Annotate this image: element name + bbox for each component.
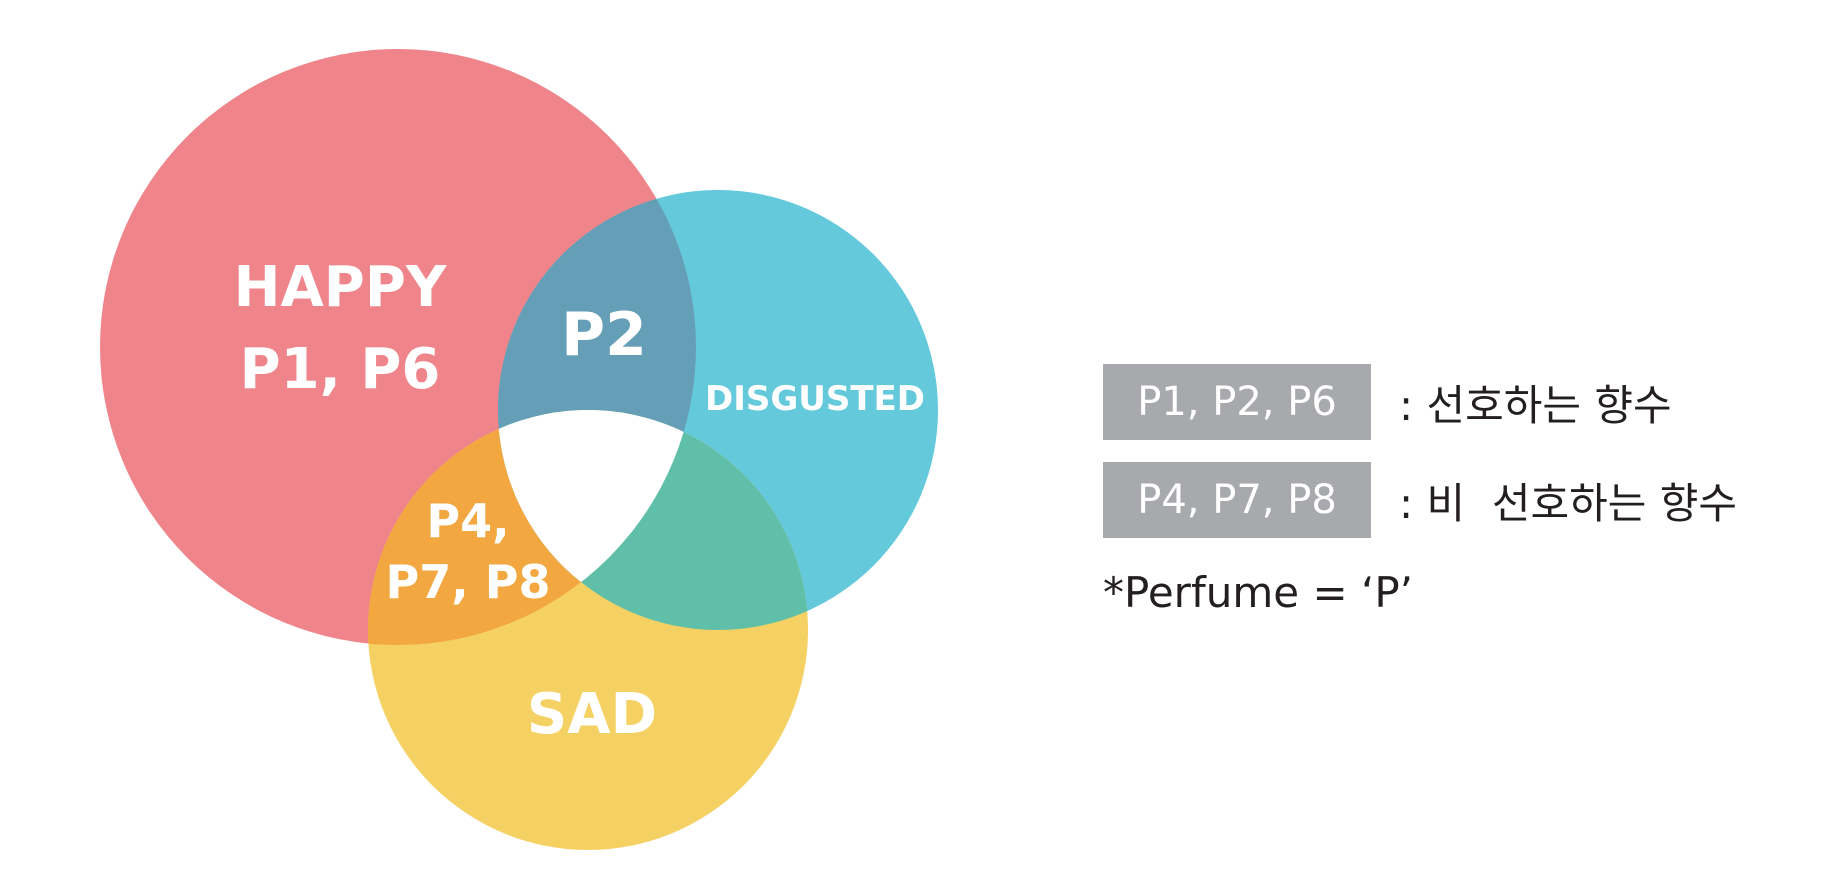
disgusted-label: DISGUSTED: [705, 379, 925, 419]
legend-box-not-preferred: P4, P7, P8: [1103, 462, 1371, 538]
legend-item-preferred: P1, P2, P6 : 선호하는 향수: [1103, 364, 1672, 440]
perfume-abbreviation-note: *Perfume = ‘P’: [1103, 568, 1414, 617]
disgusted-sad-overlap: [498, 410, 808, 630]
venn-diagram: HAPPY P1, P6 P2 DISGUSTED P4, P7, P8 SAD: [100, 49, 938, 850]
legend-text-preferred: : 선호하는 향수: [1399, 380, 1672, 430]
happy-sad-perfumes-label-line1: P4,: [426, 494, 509, 548]
legend-item-not-preferred: P4, P7, P8 : 비 선호하는 향수: [1103, 462, 1737, 538]
happy-disgusted-perfumes-label: P2: [561, 300, 647, 370]
happy-sad-perfumes-label-line2: P7, P8: [386, 555, 551, 609]
happy-perfumes-label: P1, P6: [240, 337, 441, 402]
legend-text-not-preferred: : 비 선호하는 향수: [1399, 478, 1738, 528]
legend-box-preferred: P1, P2, P6: [1103, 364, 1371, 440]
sad-label: SAD: [527, 682, 657, 747]
happy-label: HAPPY: [234, 255, 448, 320]
